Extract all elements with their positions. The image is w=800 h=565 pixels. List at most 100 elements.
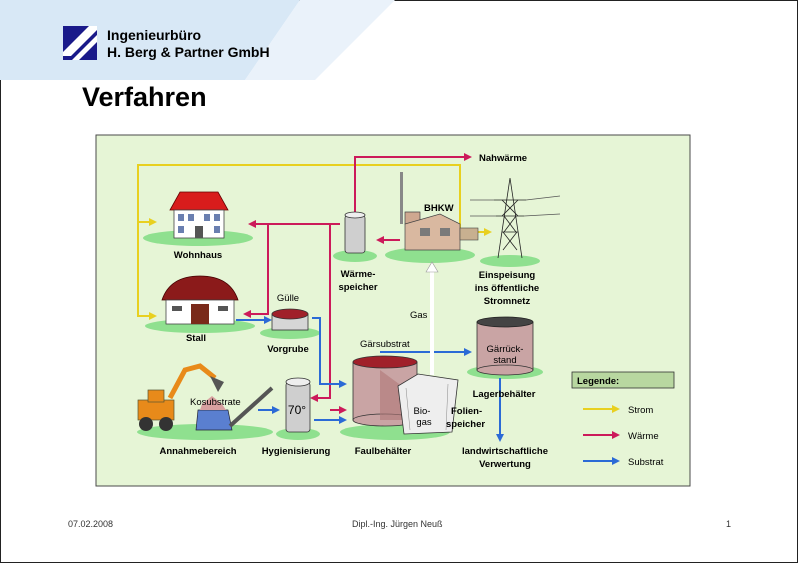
page-title: Verfahren [82, 82, 207, 112]
label-guelle: Gülle [277, 293, 299, 304]
footer-author: Dipl.-Ing. Jürgen Neuß [352, 519, 443, 529]
hygienisierung-tank [285, 377, 311, 433]
wohnhaus-window [178, 214, 184, 221]
wohnhaus-window [214, 226, 220, 233]
label-waermespeicher-1: Wärme- [341, 269, 376, 280]
excavator-cab [147, 389, 165, 403]
strom-line-wohnhaus [137, 164, 461, 232]
excavator-bucket [210, 376, 224, 392]
waerme-line-hygienisierung [310, 224, 331, 402]
wohnhaus-roof [169, 191, 229, 211]
company-name-line2: H. Berg & Partner GmbH [107, 44, 270, 60]
label-einspeisung-2: ins öffentliche [475, 283, 539, 294]
faul-top [352, 355, 418, 369]
lager-body [476, 321, 534, 371]
vorgrube-tank [271, 308, 309, 331]
waermespeicher-top [344, 211, 366, 219]
label-gaersubstrat: Gärsubstrat [360, 339, 410, 350]
conveyor [228, 386, 274, 428]
label-kosubstrate: Kosubstrate [190, 397, 241, 408]
company-name-line1: Ingenieurbüro [107, 27, 202, 43]
label-einspeisung-1: Einspeisung [479, 270, 536, 281]
substrat-line-faulbehaelter [312, 317, 347, 388]
waerme-line-nahwaerme [354, 153, 472, 212]
ground-mast [480, 255, 540, 267]
label-gaerrueckstand-1: Gärrück- [487, 344, 524, 355]
label-lagerbehaelter: Lagerbehälter [473, 389, 536, 400]
header-band-light [245, 0, 395, 80]
excavator-icon [137, 363, 224, 431]
excavator-body [137, 399, 175, 421]
footer-date: 07.02.2008 [68, 519, 114, 529]
label-gas: Gas [410, 310, 428, 321]
label-biogas-2: gas [416, 417, 432, 428]
wohnhaus-window [214, 214, 220, 221]
waermespeicher-body [344, 214, 366, 254]
excavator-wheel [139, 417, 153, 431]
label-temperature: 70° [288, 403, 306, 417]
bhkw-window [420, 228, 430, 236]
legend-strom: Strom [628, 405, 653, 416]
label-faulbehaelter: Faulbehälter [355, 446, 412, 457]
strom-line-stall [137, 222, 157, 320]
hygien-top [285, 377, 311, 387]
legend: Legende: Strom Wärme Substrat [571, 371, 675, 468]
stall-window [218, 306, 228, 311]
wohnhaus-building [169, 191, 229, 239]
label-annahmebereich: Annahmebereich [159, 446, 236, 457]
label-nahwaerme: Nahwärme [479, 153, 527, 164]
label-folienspeicher-1: Folien- [451, 406, 482, 417]
waermespeicher-tank [344, 211, 366, 254]
folien-folds [405, 383, 449, 431]
bhkw-building [400, 172, 479, 251]
label-biogas-1: Bio- [414, 406, 431, 417]
label-verwertung-1: landwirtschaftliche [462, 446, 548, 457]
legend-waerme: Wärme [628, 431, 659, 442]
label-folienspeicher-2: speicher [446, 419, 485, 430]
wohnhaus-window [178, 226, 184, 233]
waerme-lines [243, 153, 472, 414]
stall-building [161, 275, 239, 325]
excavator-arm [167, 363, 217, 400]
waerme-line-stall [243, 224, 269, 318]
lager-top [476, 316, 534, 328]
hopper-body [195, 409, 233, 431]
footer-page-number: 1 [726, 519, 732, 529]
label-hygienisierung: Hygienisierung [262, 446, 331, 457]
substrat-lines [236, 316, 504, 442]
bhkw-chimney [400, 172, 403, 224]
label-stall: Stall [186, 333, 206, 344]
logo-stripe-3 [72, 35, 97, 60]
annahme-hopper [195, 386, 274, 431]
lagerbehaelter-tank [476, 316, 534, 376]
legend-substrat: Substrat [628, 457, 664, 468]
header-decoration [0, 0, 395, 80]
wohnhaus-door [195, 226, 203, 238]
power-mast-icon [470, 177, 561, 259]
legend-title-box [571, 371, 675, 389]
stall-roof [161, 275, 239, 301]
vorgrube-top [271, 308, 309, 320]
mast-lattice [501, 199, 519, 251]
bhkw-window [440, 228, 450, 236]
label-bhkw: BHKW [424, 203, 454, 214]
label-verwertung-2: Verwertung [479, 459, 531, 470]
stall-window [172, 306, 182, 311]
label-waermespeicher-2: speicher [338, 282, 377, 293]
ground-bhkw [385, 247, 475, 263]
company-logo [63, 26, 97, 60]
ground-waermespeicher [333, 250, 377, 262]
lager-bottom [476, 364, 534, 376]
stall-door [191, 304, 209, 324]
gas-arrowhead [425, 261, 439, 273]
folienspeicher-tank [397, 373, 459, 435]
excavator-wheel [159, 417, 173, 431]
wohnhaus-window [204, 214, 210, 221]
folien-body [397, 373, 459, 435]
label-vorgrube: Vorgrube [267, 344, 309, 355]
wohnhaus-window [188, 214, 194, 221]
label-wohnhaus: Wohnhaus [174, 250, 222, 261]
label-gaerrueckstand-2: stand [493, 355, 516, 366]
mast-legs [497, 177, 523, 259]
